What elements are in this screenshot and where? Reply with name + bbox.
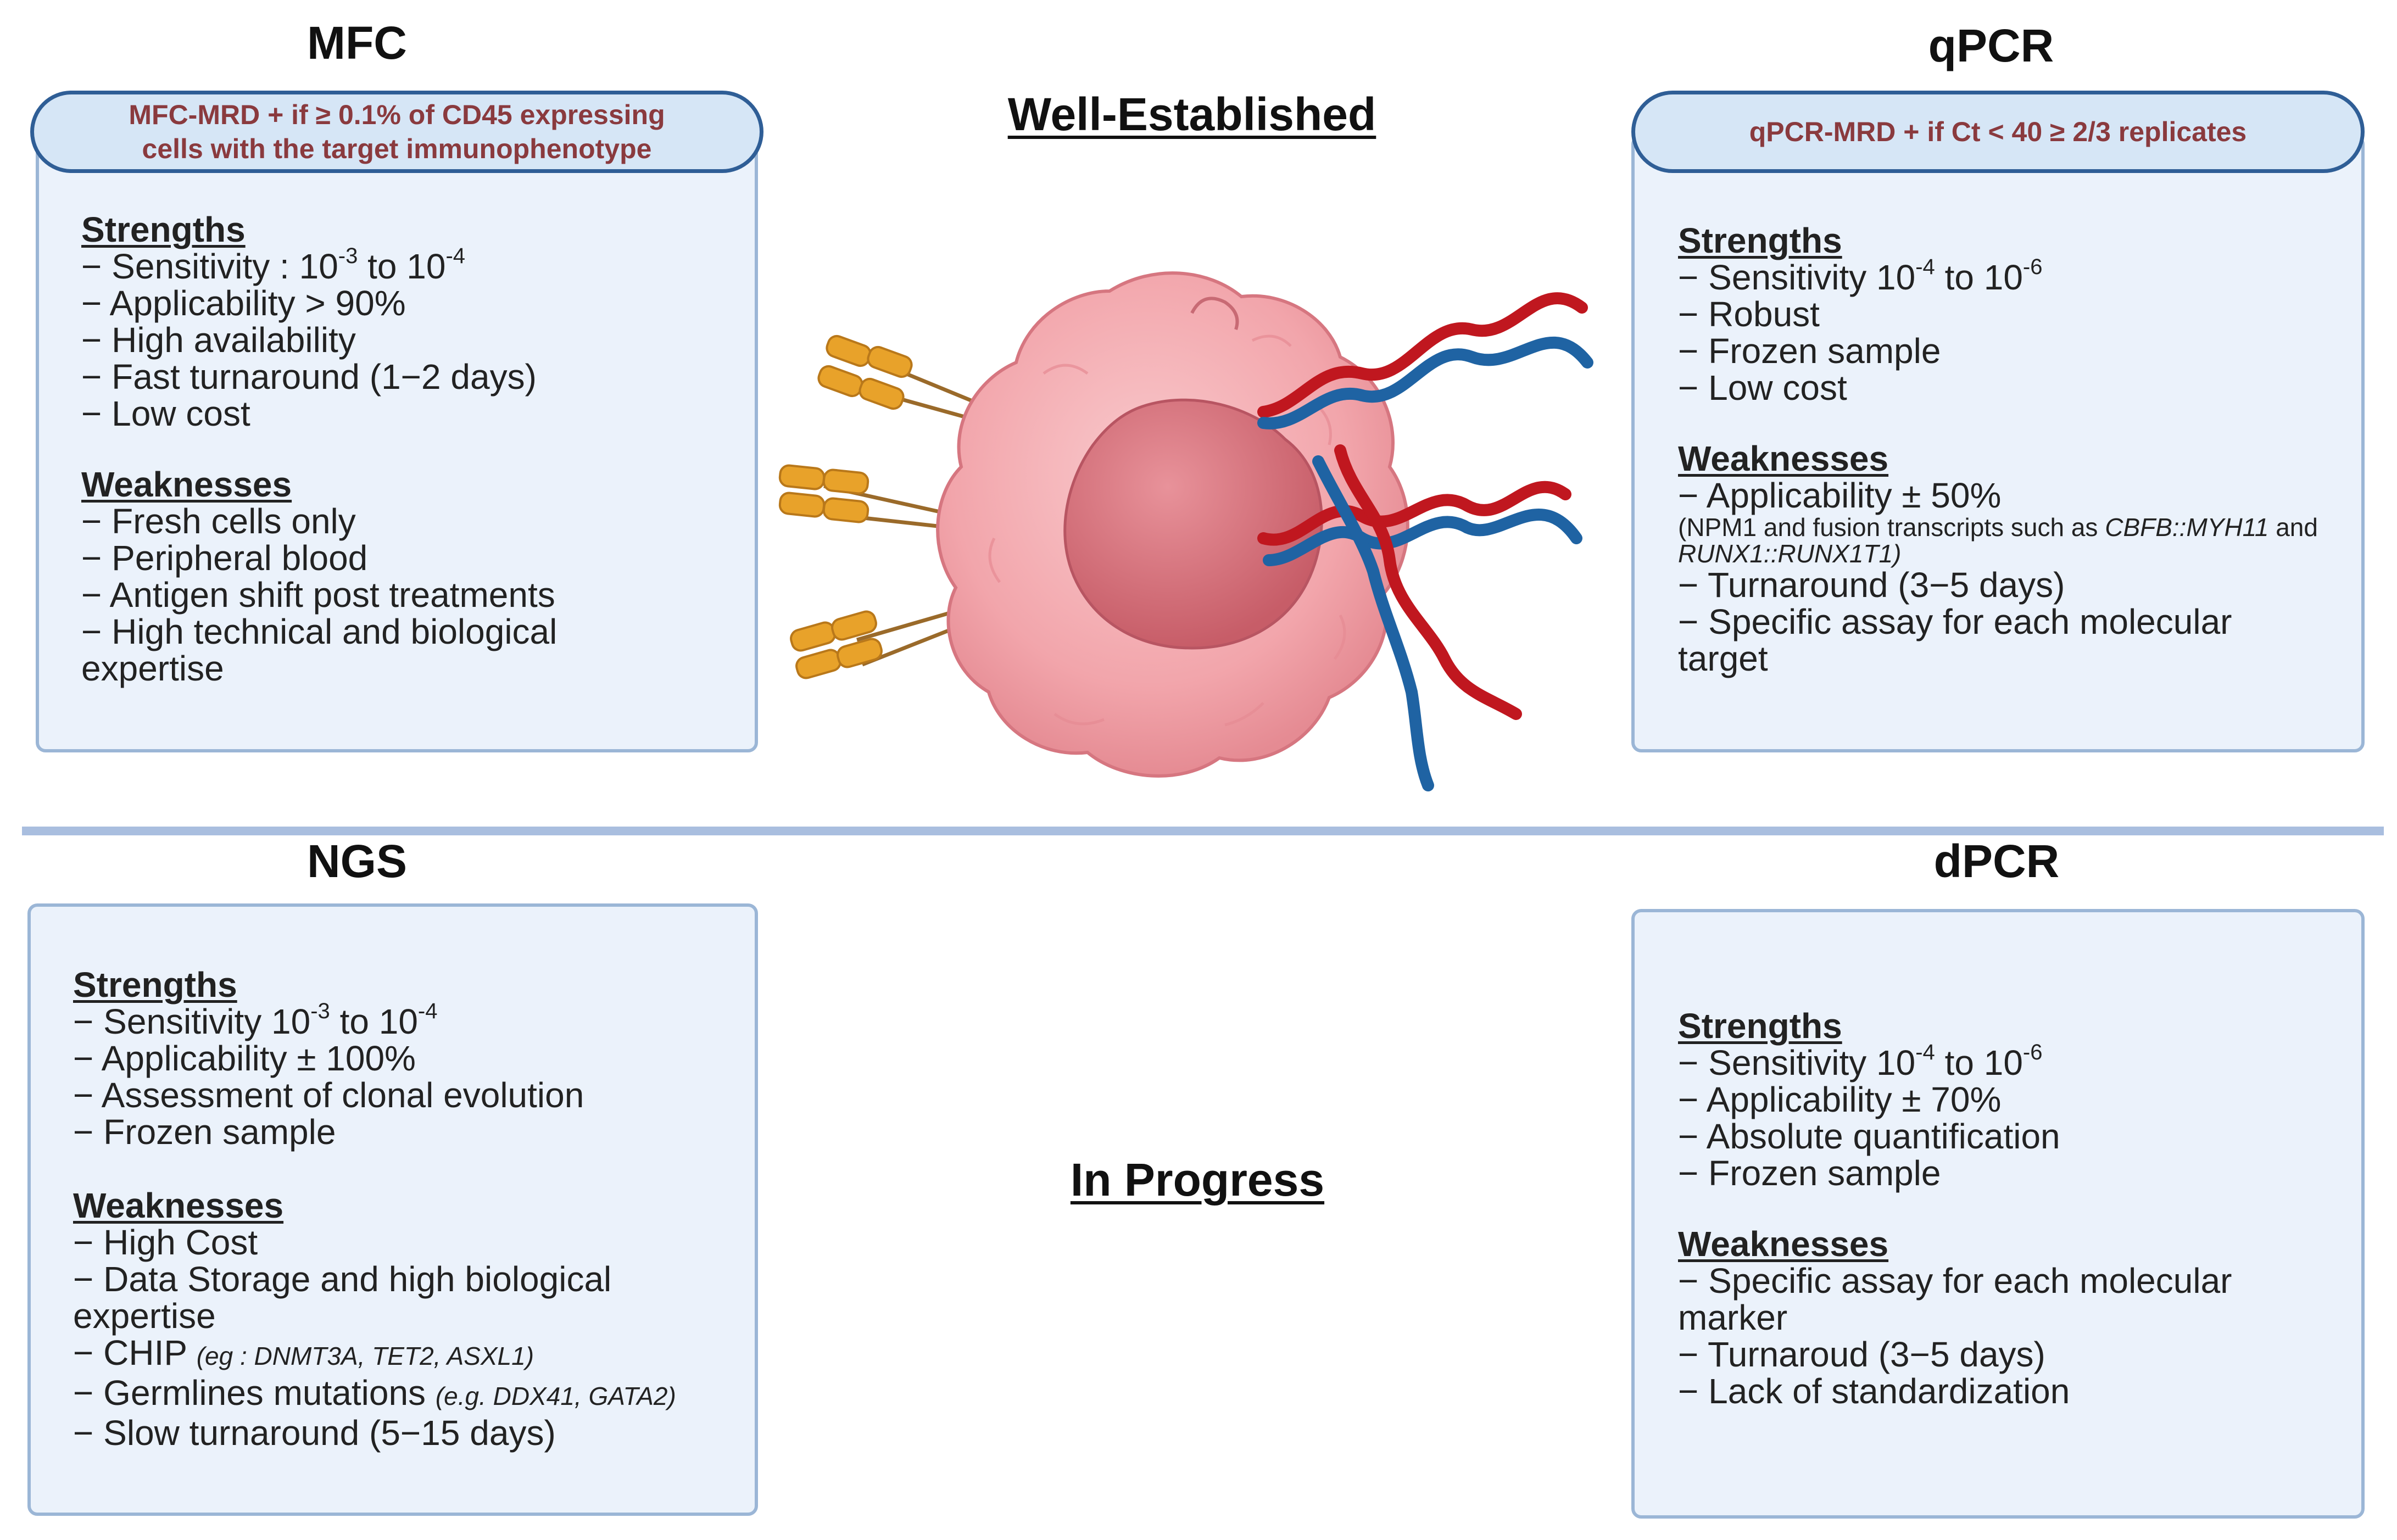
mfc-criterion-line2: cells with the target immunophenotype <box>142 133 652 164</box>
ngs-germline: − Germlines mutations (e.g. DDX41, GATA2… <box>73 1373 676 1413</box>
ngs-strengths-heading: Strengths <box>73 965 237 1005</box>
mfc-sensitivity: − Sensitivity : 10-3 to 10-4 <box>81 244 466 286</box>
qpcr-content: Strengths − Sensitivity 10-4 to 10-6 − R… <box>1678 222 2348 677</box>
mfc-weakness-expertise: − High technical and biological <box>81 612 558 651</box>
ngs-data-storage: − Data Storage and high biological <box>73 1259 612 1299</box>
ngs-frozen: − Frozen sample <box>73 1112 336 1152</box>
mfc-turnaround: − Fast turnaround (1−2 days) <box>81 357 537 397</box>
ngs-content: Strengths − Sensitivity 10-3 to 10-4 − A… <box>73 967 743 1452</box>
ngs-sensitivity: − Sensitivity 10-3 to 10-4 <box>73 999 438 1041</box>
cell-texture <box>988 334 1346 727</box>
qpcr-turnaround: − Turnaround (3−5 days) <box>1678 565 2065 605</box>
qpcr-specific-assay-cont: target <box>1678 639 1768 678</box>
qpcr-card <box>1631 135 2365 752</box>
qpcr-title: qPCR <box>1928 20 2054 71</box>
section-divider <box>22 827 2384 835</box>
qpcr-weaknesses-heading: Weaknesses <box>1678 439 1889 478</box>
ngs-clonal-evolution: − Assessment of clonal evolution <box>73 1075 584 1115</box>
mfc-weakness-antigen: − Antigen shift post treatments <box>81 575 555 615</box>
mfc-strengths-heading: Strengths <box>81 210 246 249</box>
dpcr-specific-assay-cont: marker <box>1678 1298 1788 1337</box>
mfc-cost: − Low cost <box>81 394 250 433</box>
mfc-weakness-blood: − Peripheral blood <box>81 538 368 578</box>
leukemic-cell-illustration <box>778 271 1593 791</box>
dpcr-strengths-heading: Strengths <box>1678 1006 1842 1046</box>
dpcr-frozen: − Frozen sample <box>1678 1153 1941 1193</box>
ngs-turnaround: − Slow turnaround (5−15 days) <box>73 1413 556 1453</box>
dpcr-applicability: − Applicability ± 70% <box>1678 1080 2002 1119</box>
mfc-card <box>36 132 758 752</box>
dpcr-turnaround: − Turnaroud (3−5 days) <box>1678 1335 2045 1374</box>
qpcr-applicability: − Applicability ± 50% <box>1678 476 2002 515</box>
ngs-cost: − High Cost <box>73 1223 258 1262</box>
qpcr-strengths-heading: Strengths <box>1678 221 1842 260</box>
dpcr-quantification: − Absolute quantification <box>1678 1117 2060 1156</box>
ngs-data-storage-cont: expertise <box>73 1296 216 1336</box>
mfc-criterion: MFC-MRD + if ≥ 0.1% of CD45 expressing c… <box>30 91 763 173</box>
mfc-weaknesses-heading: Weaknesses <box>81 465 292 504</box>
qpcr-criterion: qPCR-MRD + if Ct < 40 ≥ 2/3 replicates <box>1631 91 2365 173</box>
mfc-availability: − High availability <box>81 320 356 360</box>
ngs-title: NGS <box>306 835 408 887</box>
qpcr-sensitivity: − Sensitivity 10-4 to 10-6 <box>1678 255 2043 297</box>
mfc-weakness-expertise-cont: expertise <box>81 649 224 688</box>
dpcr-content: Strengths − Sensitivity 10-4 to 10-6 − A… <box>1678 1008 2348 1410</box>
qpcr-frozen: − Frozen sample <box>1678 331 1941 371</box>
nucleus <box>1063 398 1323 650</box>
in-progress-label: In Progress <box>1070 1154 1325 1206</box>
dpcr-card <box>1631 909 2365 1519</box>
dpcr-title: dPCR <box>1933 835 2060 887</box>
dpcr-sensitivity: − Sensitivity 10-4 to 10-6 <box>1678 1040 2043 1083</box>
mfc-weakness-fresh: − Fresh cells only <box>81 501 356 541</box>
ngs-chip: − CHIP (eg : DNMT3A, TET2, ASXL1) <box>73 1333 534 1372</box>
qpcr-applicability-note: (NPM1 and fusion transcripts such as CBF… <box>1678 513 2318 568</box>
dna-strands <box>1257 292 1593 791</box>
antibody-icon <box>778 334 913 679</box>
dpcr-standardization: − Lack of standardization <box>1678 1371 2070 1411</box>
qpcr-robust: − Robust <box>1678 294 1820 334</box>
qpcr-cost: − Low cost <box>1678 368 1847 408</box>
mfc-title: MFC <box>307 17 407 69</box>
ngs-weaknesses-heading: Weaknesses <box>73 1186 284 1225</box>
mfc-criterion-line1: MFC-MRD + if ≥ 0.1% of CD45 expressing <box>129 99 665 130</box>
dpcr-specific-assay: − Specific assay for each molecular <box>1678 1261 2232 1301</box>
well-established-label: Well-Established <box>1007 88 1376 140</box>
ngs-applicability: − Applicability ± 100% <box>73 1039 416 1078</box>
qpcr-specific-assay: − Specific assay for each molecular <box>1678 602 2232 641</box>
mfc-applicability: − Applicability > 90% <box>81 283 406 323</box>
dpcr-weaknesses-heading: Weaknesses <box>1678 1224 1889 1264</box>
ngs-card <box>27 903 758 1516</box>
cell-ridge <box>1190 297 1239 330</box>
mfc-content: Strengths − Sensitivity : 10-3 to 10-4 −… <box>81 211 740 687</box>
qpcr-criterion-text: qPCR-MRD + if Ct < 40 ≥ 2/3 replicates <box>1749 116 2247 147</box>
